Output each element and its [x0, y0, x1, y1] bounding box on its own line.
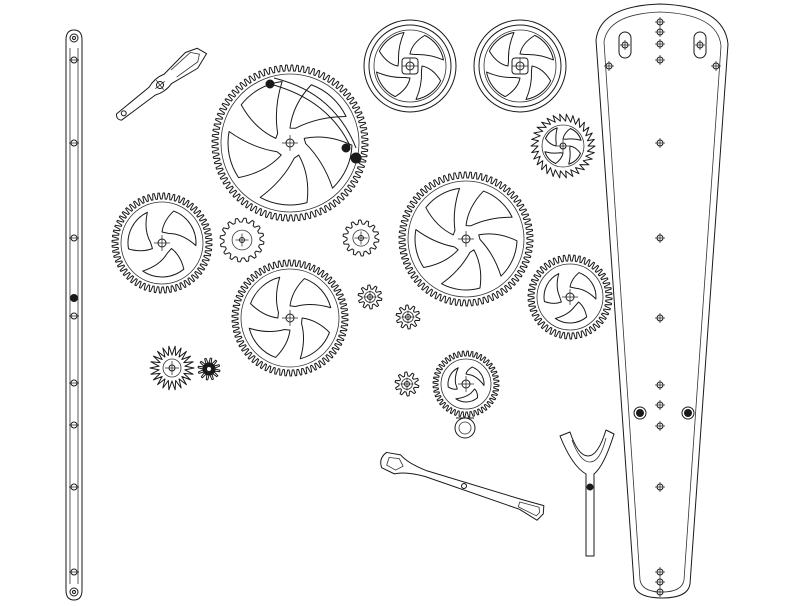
wheel-center[interactable]	[232, 260, 348, 376]
wheel-right[interactable]	[528, 255, 612, 339]
pallet-roller[interactable]	[455, 418, 475, 438]
pinion-e[interactable]	[395, 372, 419, 396]
gear-train	[112, 20, 612, 438]
pinion-c[interactable]	[358, 285, 382, 309]
lever-small[interactable]	[111, 43, 210, 126]
star-wheel[interactable]	[150, 346, 194, 390]
wheel-large-center[interactable]	[399, 172, 533, 306]
frame-rail[interactable]	[66, 30, 82, 600]
wheel-spoked-left[interactable]	[364, 20, 456, 112]
wheel-spoked-right[interactable]	[474, 20, 566, 112]
wheel-small-bottom[interactable]	[433, 351, 499, 417]
pinion-b[interactable]	[343, 220, 379, 256]
click-spring[interactable]	[266, 78, 361, 163]
great-wheel[interactable]	[212, 65, 368, 221]
pinion-a[interactable]	[220, 218, 264, 262]
star-pinion[interactable]	[198, 358, 220, 380]
escape-wheel-small[interactable]	[531, 114, 595, 178]
pinion-d[interactable]	[396, 305, 420, 329]
fork-crutch[interactable]	[560, 430, 614, 556]
pendulum-frame[interactable]	[596, 4, 728, 598]
wheel-left[interactable]	[112, 193, 212, 293]
lever-long[interactable]	[378, 450, 547, 522]
